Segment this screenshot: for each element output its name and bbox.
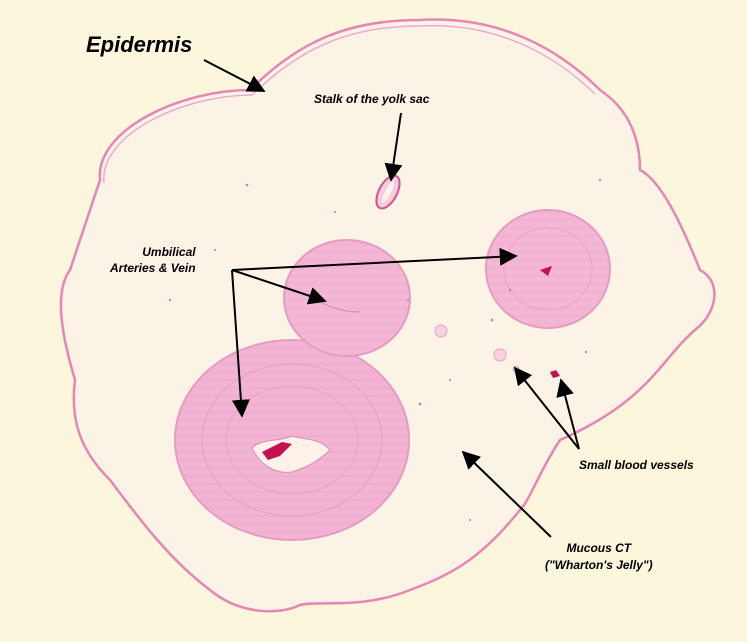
umbilical-artery-middle [283,239,411,357]
arrow-small-vessel-1 [513,366,580,450]
arrow-umbilical-vein [231,269,250,418]
mucous-label-line2: ("Wharton's Jelly") [545,558,653,572]
artery-lumen [540,266,552,276]
arrow-small-vessel-2 [556,378,580,450]
arrow-mucous [461,450,552,538]
umbilical-label-line2: Arteries & Vein [110,261,196,275]
vein-lumen [251,435,331,473]
epidermis-layer [103,24,596,184]
umbilical-label-line1: Umbilical [142,245,196,259]
arrow-stalk [384,112,403,182]
arrow-umbilical-right [231,247,518,271]
scattered-cells [168,178,602,521]
mucous-label-line1: Mucous CT [566,541,632,555]
arrow-umbilical-middle [231,269,327,305]
umbilical-vessels-label: Umbilical Arteries & Vein [110,244,196,276]
small-blood-vessels-label: Small blood vessels [579,458,694,472]
umbilical-artery-right [485,209,611,329]
epidermis-label: Epidermis [86,32,193,57]
annotation-arrows [203,59,580,538]
arrow-epidermis [203,59,266,92]
yolk-sac-stalk-label: Stalk of the yolk sac [314,92,430,106]
mucous-ct-label: Mucous CT ("Wharton's Jelly") [545,540,653,574]
vein-blood [262,442,292,460]
umbilical-vein-large [174,339,410,541]
